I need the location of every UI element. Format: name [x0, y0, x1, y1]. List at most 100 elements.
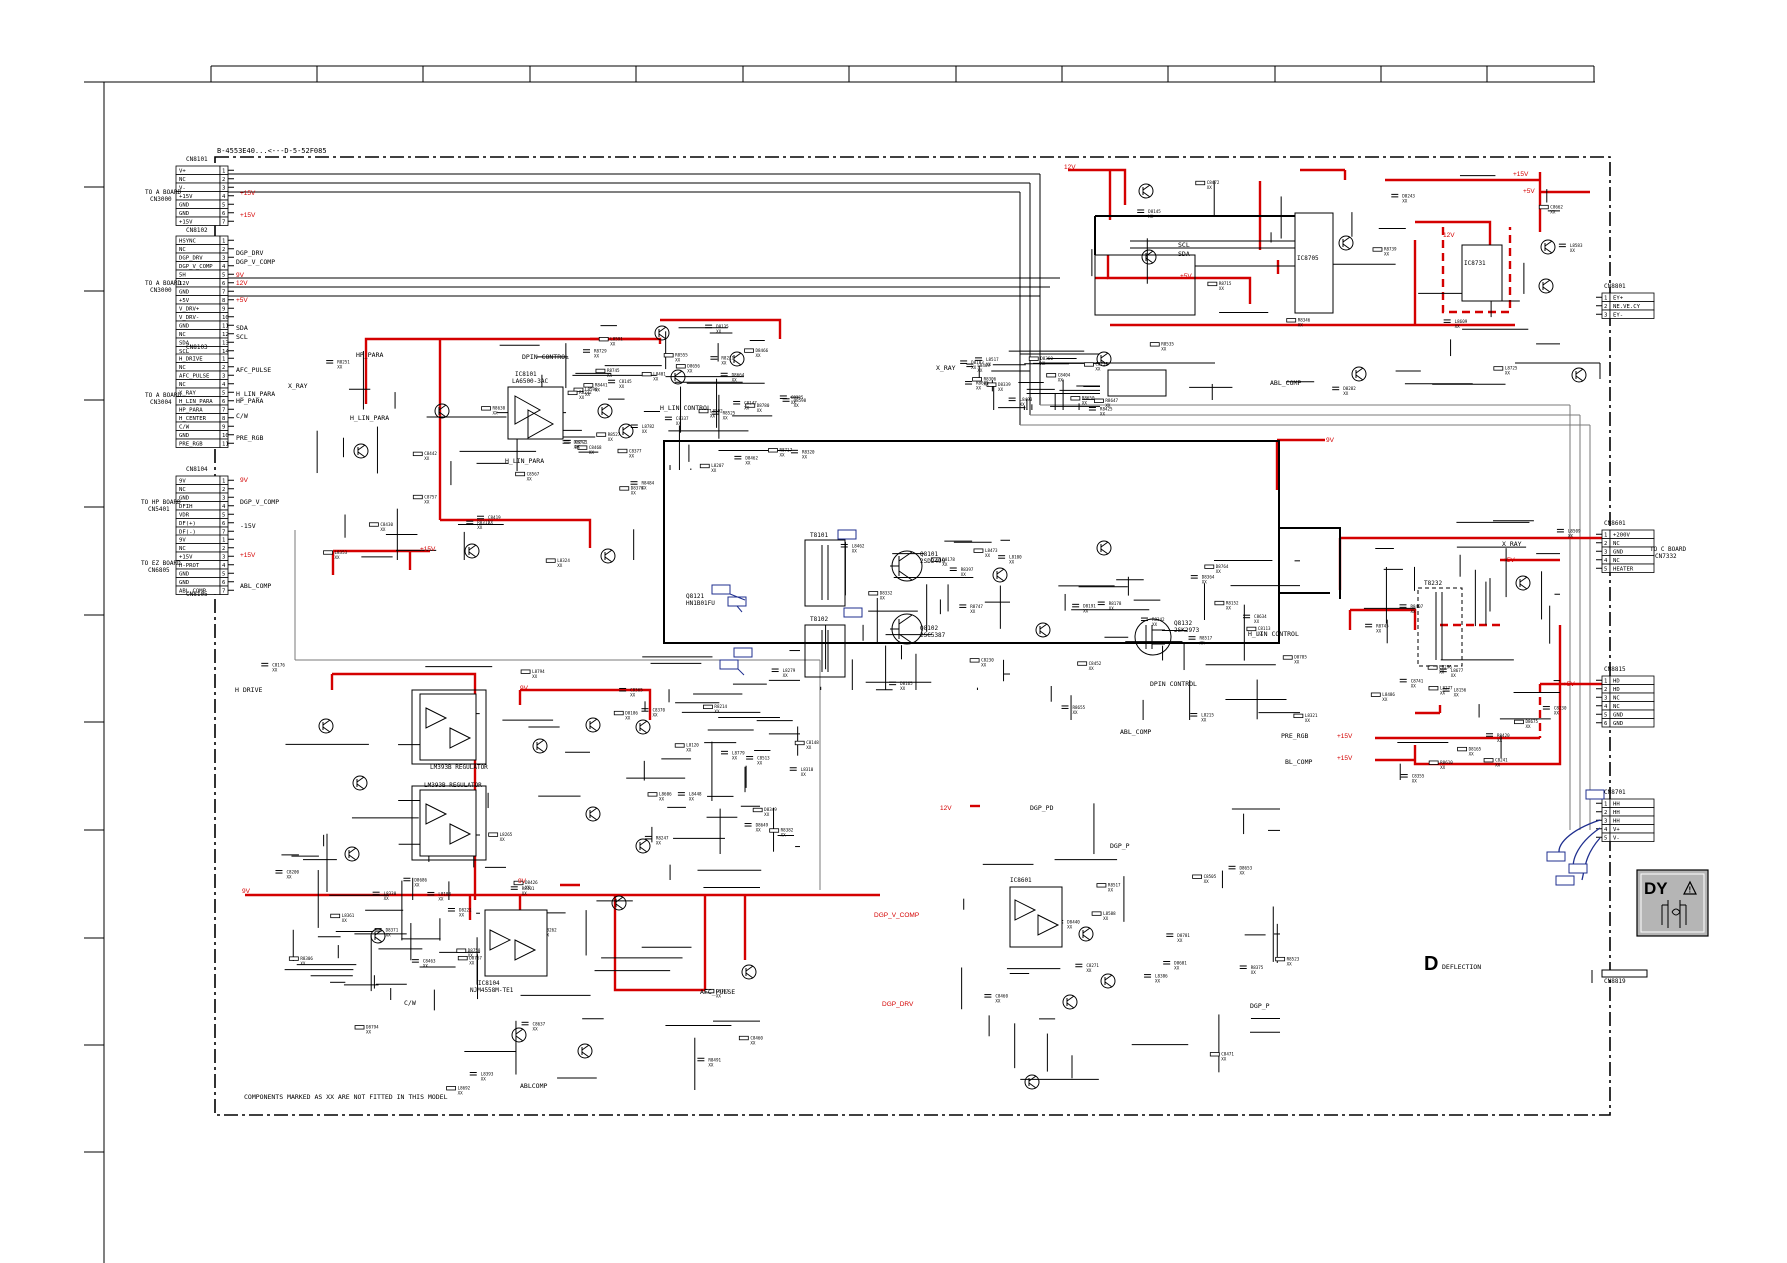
svg-text:XX: XX [756, 353, 762, 358]
connector-pin-label: HH [1613, 810, 1620, 816]
svg-text:XX: XX [1469, 751, 1475, 756]
connector-pin-number: 9 [222, 425, 225, 431]
svg-text:XX: XX [1161, 347, 1167, 352]
svg-text:DGP_V_COMP: DGP_V_COMP [240, 498, 279, 506]
connector-pin-number: 5 [222, 273, 225, 279]
svg-text:XX: XX [783, 673, 789, 678]
svg-text:CN8101: CN8101 [186, 156, 208, 163]
svg-text:R8517: R8517 [1108, 883, 1121, 888]
connector-pin-number: 3 [222, 555, 225, 561]
svg-text:XX: XX [1376, 628, 1382, 633]
svg-text:R8527: R8527 [608, 432, 621, 437]
svg-text:XX: XX [1411, 683, 1417, 688]
connector-pin-label: GND [1613, 550, 1624, 556]
svg-text:L8583: L8583 [1570, 243, 1583, 248]
connector-pin-label: GND [179, 580, 190, 586]
svg-text:ABL_COMP: ABL_COMP [1120, 728, 1151, 736]
svg-text:H_LIN_PARA: H_LIN_PARA [505, 457, 544, 465]
svg-text:XX: XX [595, 388, 601, 393]
connector-pin-number: 6 [1604, 721, 1607, 727]
svg-text:BL_COMP: BL_COMP [1285, 758, 1312, 766]
svg-text:R8247: R8247 [656, 835, 669, 840]
connector-pin-label: 5H [179, 273, 186, 279]
connector-pin-label: DFIH [179, 504, 192, 510]
svg-text:C8735: C8735 [1095, 362, 1108, 367]
svg-text:XX: XX [1402, 198, 1408, 203]
svg-text:XX: XX [970, 609, 976, 614]
connector-pin-number: 1 [1604, 679, 1607, 685]
svg-text:XX: XX [686, 748, 692, 753]
connector-pin-label: GND [1613, 721, 1624, 727]
svg-text:XX: XX [942, 562, 948, 567]
svg-text:XX: XX [1254, 619, 1260, 624]
svg-text:XX: XX [630, 692, 636, 697]
svg-text:XX: XX [533, 1026, 539, 1031]
svg-text:XX: XX [1086, 968, 1092, 973]
svg-text:XX: XX [380, 527, 386, 532]
connector-pin-label: ABL_COMP [179, 589, 207, 595]
svg-text:D8426: D8426 [525, 880, 538, 885]
power-nets-dashed [1438, 227, 1542, 738]
connector-pin-label: GND [179, 324, 190, 330]
connector-pin-number: 1 [1604, 533, 1607, 539]
svg-text:+5V: +5V [1523, 188, 1535, 195]
svg-text:R8517: R8517 [1200, 636, 1213, 641]
svg-text:XX: XX [1382, 697, 1388, 702]
connector-pin-number: 2 [222, 247, 225, 253]
svg-text:XX: XX [1067, 924, 1073, 929]
svg-text:L8779: L8779 [732, 750, 745, 755]
svg-text:T8232: T8232 [1424, 580, 1442, 587]
svg-text:LA6500-3AC: LA6500-3AC [512, 378, 549, 385]
svg-text:+15V: +15V [240, 212, 256, 219]
connector-pin-number: 6 [222, 281, 225, 287]
svg-text:XX: XX [653, 376, 659, 381]
svg-text:ABLCOMP: ABLCOMP [520, 1082, 547, 1090]
svg-text:L8588: L8588 [1103, 911, 1116, 916]
svg-text:D8191: D8191 [1083, 603, 1096, 608]
svg-text:DPIN CONTROL: DPIN CONTROL [522, 353, 569, 361]
connector-pin-number: 5 [222, 513, 225, 519]
svg-text:L8279: L8279 [783, 668, 796, 673]
svg-text:XX: XX [579, 395, 585, 400]
svg-text:XX: XX [1103, 916, 1109, 921]
svg-text:AFC_PULSE: AFC_PULSE [700, 988, 735, 996]
connector-pin-label: PRE_RGB [179, 442, 203, 448]
svg-text:XX: XX [1108, 888, 1114, 893]
svg-text:XX: XX [852, 548, 858, 553]
svg-text:XX: XX [1343, 391, 1349, 396]
connector-pin-label: EY- [1613, 313, 1623, 319]
connector-cn8819[interactable] [1601, 969, 1648, 978]
svg-text:XX: XX [711, 468, 717, 473]
svg-text:XX: XX [438, 896, 444, 901]
connector-pin-label: VDR [179, 513, 190, 519]
svg-text:D8364: D8364 [1202, 575, 1215, 580]
svg-text:LM393B REGULATOR: LM393B REGULATOR [430, 764, 488, 771]
svg-text:ABL_COMP: ABL_COMP [1270, 379, 1301, 387]
svg-text:L8188: L8188 [438, 891, 451, 896]
svg-text:L8215: L8215 [1201, 713, 1214, 718]
connector-pin-label: DGP_DRV [179, 256, 203, 262]
svg-text:C8271: C8271 [1086, 963, 1099, 968]
svg-text:Q8102: Q8102 [920, 625, 938, 632]
svg-text:9V: 9V [236, 272, 245, 279]
svg-text:C8442: C8442 [424, 451, 437, 456]
connector-pin-number: 5 [222, 391, 225, 397]
svg-text:2SC5387: 2SC5387 [920, 632, 946, 639]
svg-text:R8346: R8346 [1298, 318, 1311, 323]
svg-text:XX: XX [500, 837, 506, 842]
svg-text:XX: XX [806, 745, 812, 750]
svg-text:L8469: L8469 [977, 363, 990, 368]
connector-pin-label: V- [1613, 836, 1620, 842]
connector-pin-label: NC [1613, 558, 1620, 564]
svg-text:R8484: R8484 [642, 481, 655, 486]
svg-text:XX: XX [286, 875, 292, 880]
